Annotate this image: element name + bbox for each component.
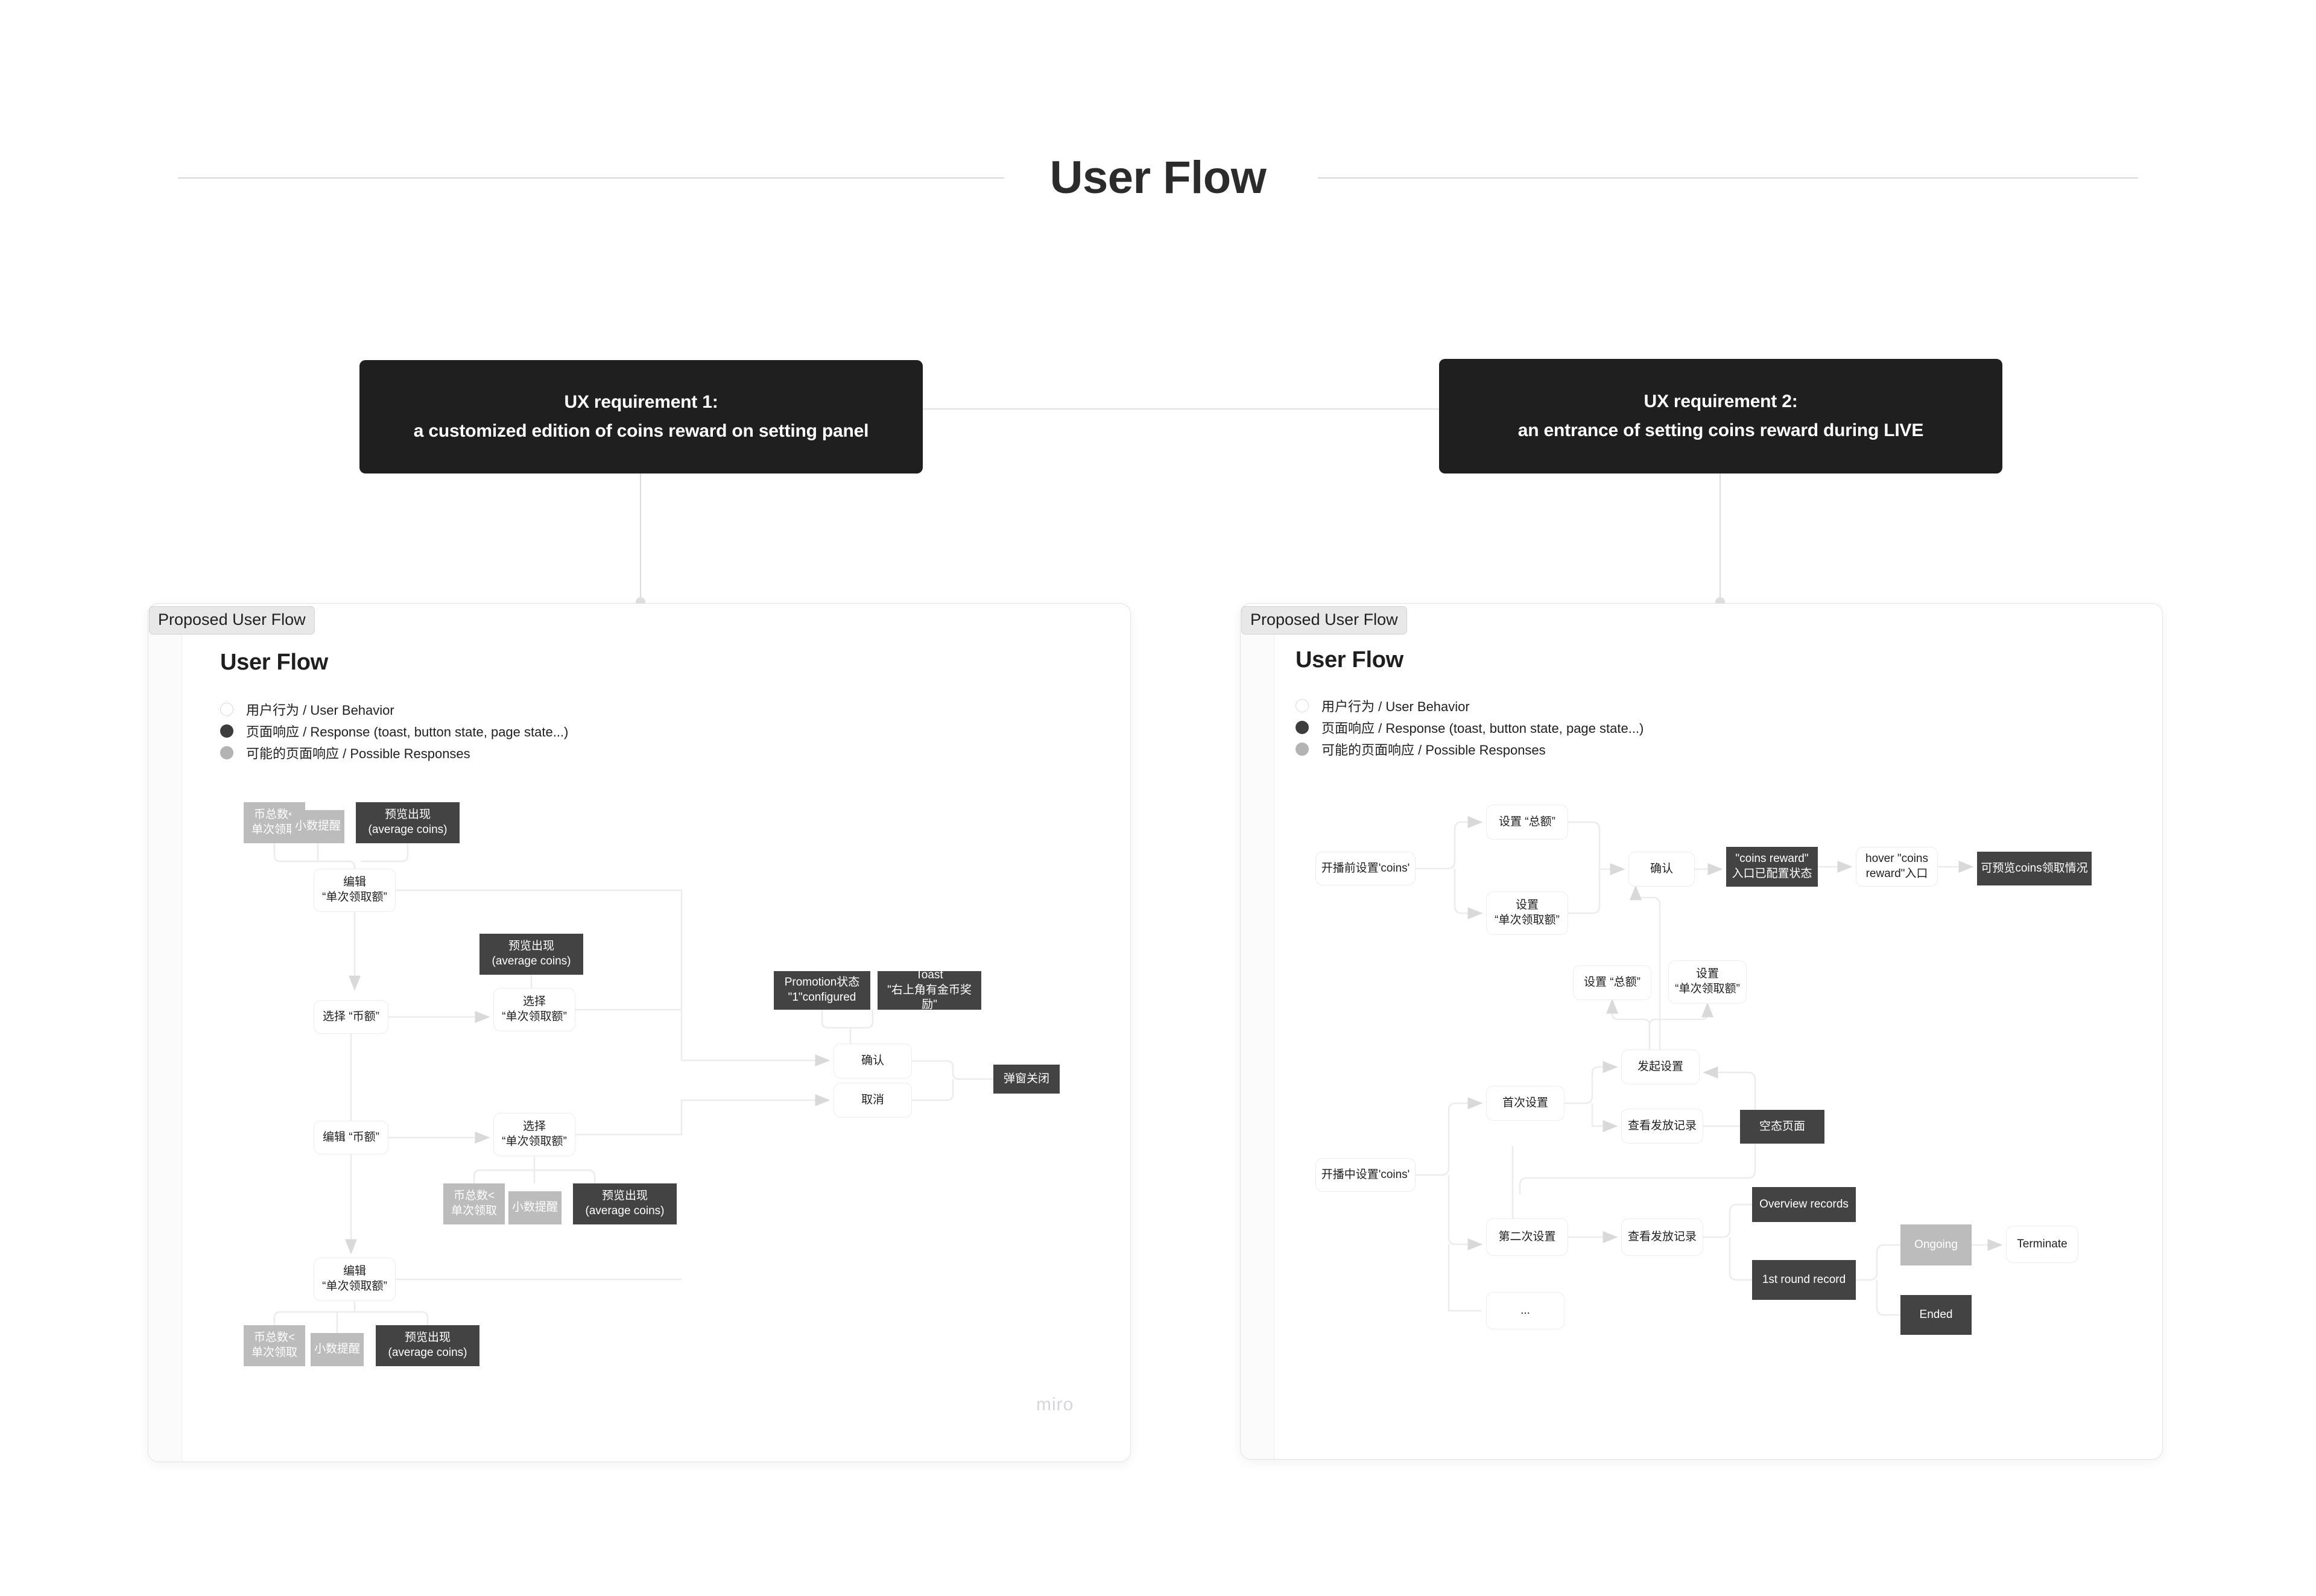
flow-node[interactable]: 选择 “币额” xyxy=(314,1000,388,1034)
panel-1-title: User Flow xyxy=(220,650,328,675)
flow-node[interactable]: Toast "右上角有金币奖励" xyxy=(878,969,981,1011)
ux-requirement-2-line2: an entrance of setting coins reward duri… xyxy=(1517,420,1924,440)
flow-node[interactable]: Promotion状态 "1"configured xyxy=(774,971,870,1010)
flow-node[interactable]: 1st round record xyxy=(1752,1260,1856,1300)
panel-2-title: User Flow xyxy=(1296,647,1403,673)
legend-label: 页面响应 / Response (toast, button state, pa… xyxy=(1321,721,1644,736)
flow-node[interactable]: 设置 “单次领取额” xyxy=(1668,960,1747,1004)
flow-node[interactable]: 设置 “总额” xyxy=(1573,965,1651,1000)
flow-node[interactable]: 编辑 “单次领取额” xyxy=(314,1258,396,1301)
flow-node[interactable]: Overview records xyxy=(1752,1187,1856,1222)
legend-dot-filled-dark-icon xyxy=(1296,721,1309,734)
flow-node[interactable]: 设置 “总额” xyxy=(1486,805,1568,840)
flow-node[interactable]: 预览出现 (average coins) xyxy=(573,1183,677,1224)
flow-node[interactable]: hover "coins reward"入口 xyxy=(1856,847,1938,887)
legend-item-user-behavior: 用户行为 / User Behavior xyxy=(1296,695,1644,717)
ux-requirement-1-line2: a customized edition of coins reward on … xyxy=(413,421,869,441)
flow-node[interactable]: Terminate xyxy=(2006,1226,2078,1263)
flow-node[interactable]: 币总数< 单次领取 xyxy=(244,1325,305,1366)
flow-node[interactable]: 确认 xyxy=(834,1043,912,1078)
ux-requirement-1-line1: UX requirement 1: xyxy=(564,392,718,412)
frame-label-panel-1[interactable]: Proposed User Flow xyxy=(149,606,315,635)
flow-node[interactable]: 预览出现 (average coins) xyxy=(479,934,583,975)
panel-1-legend: 用户行为 / User Behavior 页面响应 / Response (to… xyxy=(220,698,568,764)
flow-node[interactable]: 币总数< 单次领取 xyxy=(443,1183,505,1224)
legend-item-response: 页面响应 / Response (toast, button state, pa… xyxy=(220,720,568,742)
flow-node[interactable]: 预览出现 (average coins) xyxy=(356,802,460,843)
legend-label: 可能的页面响应 / Possible Responses xyxy=(246,746,470,761)
flow-node[interactable]: 首次设置 xyxy=(1486,1086,1565,1121)
legend-item-user-behavior: 用户行为 / User Behavior xyxy=(220,698,568,720)
legend-label: 可能的页面响应 / Possible Responses xyxy=(1321,743,1546,758)
page-title: User Flow xyxy=(1049,152,1267,203)
flow-node[interactable]: Ongoing xyxy=(1900,1224,1972,1265)
ux-requirement-2-line1: UX requirement 2: xyxy=(1644,391,1798,411)
flow-node[interactable]: 币总数< 单次领取 xyxy=(244,802,305,843)
flow-node[interactable]: 编辑 “币额” xyxy=(314,1121,388,1154)
flow-node[interactable]: 设置 “单次领取额” xyxy=(1486,891,1568,935)
requirement-2-drop-line xyxy=(1720,473,1721,601)
legend-label: 用户行为 / User Behavior xyxy=(246,703,394,718)
flow-node[interactable]: ... xyxy=(1486,1292,1565,1329)
legend-dot-open-circle-icon xyxy=(1296,699,1309,712)
flow-node[interactable]: 小数提醒 xyxy=(291,810,344,843)
miro-watermark: miro xyxy=(1036,1395,1074,1414)
flow-node[interactable]: 小数提醒 xyxy=(311,1333,364,1366)
panel-1-side-strip xyxy=(148,623,182,1461)
flow-node[interactable]: 预览出现 (average coins) xyxy=(376,1325,479,1366)
ux-requirement-1-card[interactable]: UX requirement 1: a customized edition o… xyxy=(359,360,923,473)
panel-2-canvas xyxy=(1274,623,2162,1459)
flow-node[interactable]: 小数提醒 xyxy=(508,1191,562,1224)
legend-label: 页面响应 / Response (toast, button state, pa… xyxy=(246,724,569,739)
flow-node[interactable]: 可预览coins领取情况 xyxy=(1977,852,2092,885)
legend-dot-filled-grey-icon xyxy=(220,746,233,759)
proposed-user-flow-panel-2[interactable] xyxy=(1240,603,2163,1460)
legend-dot-filled-dark-icon xyxy=(220,724,233,738)
flow-node[interactable]: 取消 xyxy=(834,1083,912,1118)
flow-node[interactable]: 编辑 “单次领取额” xyxy=(314,869,396,912)
flow-node[interactable]: 弹窗关闭 xyxy=(993,1065,1060,1094)
title-rule-left xyxy=(178,177,1004,179)
panel-2-side-strip xyxy=(1241,623,1274,1459)
legend-label: 用户行为 / User Behavior xyxy=(1321,699,1470,714)
flow-node[interactable]: Ended xyxy=(1900,1295,1972,1335)
requirement-connector-line xyxy=(923,408,1439,410)
legend-item-response: 页面响应 / Response (toast, button state, pa… xyxy=(1296,717,1644,738)
flow-node[interactable]: 发起设置 xyxy=(1621,1050,1700,1085)
flow-node[interactable]: 开播前设置'coins' xyxy=(1315,852,1416,885)
ux-requirement-2-card[interactable]: UX requirement 2: an entrance of setting… xyxy=(1439,359,2002,473)
flow-node[interactable]: 确认 xyxy=(1628,852,1695,887)
legend-item-possible-responses: 可能的页面响应 / Possible Responses xyxy=(220,742,568,764)
page-title-band: User Flow xyxy=(0,139,2316,217)
flow-node[interactable]: "coins reward" 入口已配置状态 xyxy=(1726,847,1818,887)
legend-dot-filled-grey-icon xyxy=(1296,743,1309,756)
title-rule-right xyxy=(1318,177,2138,179)
flow-node[interactable]: 选择 “单次领取额” xyxy=(493,988,575,1031)
flow-node[interactable]: 空态页面 xyxy=(1740,1110,1824,1144)
flow-node[interactable]: 第二次设置 xyxy=(1486,1218,1568,1256)
frame-label-panel-2[interactable]: Proposed User Flow xyxy=(1241,606,1407,635)
requirement-1-drop-line xyxy=(640,473,641,601)
flow-node[interactable]: 选择 “单次领取额” xyxy=(493,1113,575,1156)
panel-2-legend: 用户行为 / User Behavior 页面响应 / Response (to… xyxy=(1296,695,1644,760)
flow-node[interactable]: 开播中设置'coins' xyxy=(1315,1158,1416,1192)
flow-node[interactable]: 查看发放记录 xyxy=(1621,1218,1703,1256)
legend-item-possible-responses: 可能的页面响应 / Possible Responses xyxy=(1296,738,1644,760)
flow-node[interactable]: 查看发放记录 xyxy=(1621,1109,1703,1144)
legend-dot-open-circle-icon xyxy=(220,703,233,716)
